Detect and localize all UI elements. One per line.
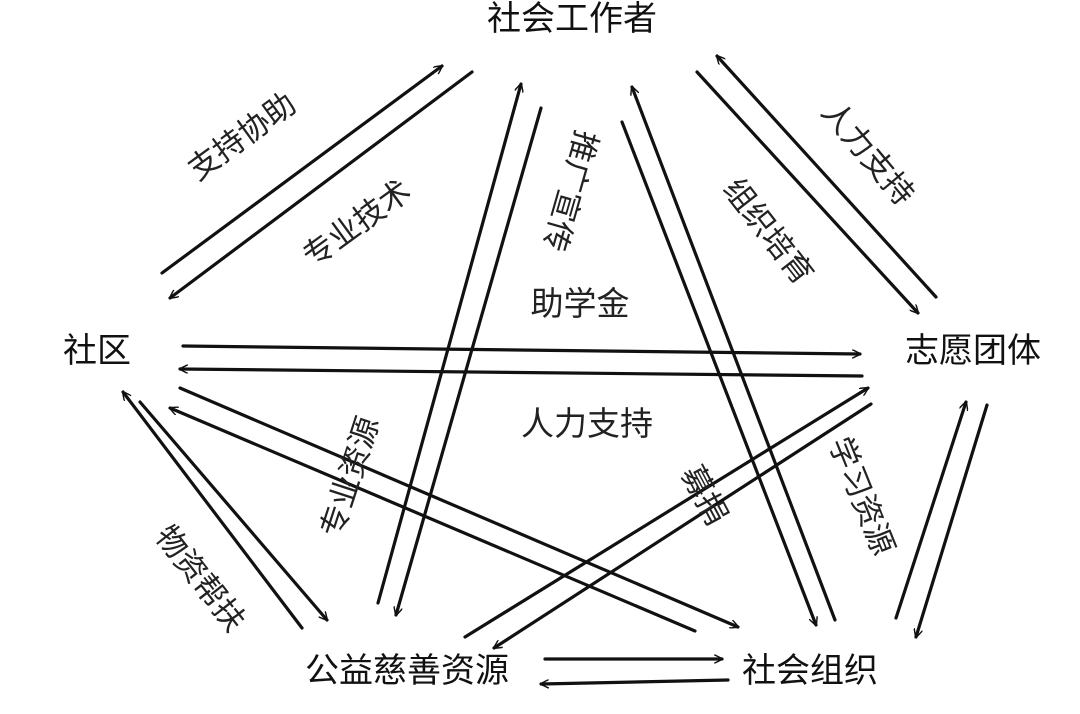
- edge-label-material-help: 物资帮扶: [148, 519, 253, 639]
- arrow-community-to-socialorg: [178, 386, 738, 627]
- edge-label-fundraising: 募捐: [673, 459, 734, 531]
- arrow-charity-to-volunteer: [463, 386, 868, 639]
- node-charity-resources: 公益慈善资源: [305, 651, 509, 691]
- arrow-socialworker-to-community: [170, 70, 474, 300]
- arrow-volunteer-to-community: [178, 369, 864, 378]
- arrow-socialorg-to-volunteer: [894, 402, 966, 620]
- node-social-worker: 社会工作者: [487, 0, 657, 39]
- node-community: 社区: [63, 331, 131, 371]
- node-social-organization: 社会组织: [742, 651, 878, 691]
- arrow-charity-to-community: [121, 392, 304, 630]
- edge-label-support-assist: 支持协助: [181, 86, 302, 188]
- arrow-volunteer-to-charity: [494, 402, 873, 650]
- arrow-socialorg-to-charity: [539, 678, 730, 684]
- arrow-socialworker-to-socialorg: [620, 120, 816, 625]
- arrow-community-to-volunteer: [181, 344, 862, 354]
- arrow-volunteer-to-socialorg: [916, 403, 989, 637]
- edge-label-professional-resources: 专业资源: [314, 412, 387, 541]
- arrow-socialorg-to-community: [170, 408, 697, 633]
- arrow-socialworker-to-volunteer: [695, 70, 918, 313]
- edge-label-promotion: 推广宣传: [535, 126, 604, 255]
- edge-label-learning-resources: 学习资源: [821, 432, 901, 560]
- node-volunteer-group: 志愿团体: [905, 331, 1041, 371]
- arrow-socialworker-to-charity: [396, 106, 543, 615]
- edge-label-manpower-support-center: 人力支持: [521, 404, 653, 443]
- arrow-community-to-socialworker: [160, 64, 442, 275]
- edge-label-manpower-support-top: 人力支持: [814, 95, 921, 213]
- arrow-community-to-charity: [138, 400, 327, 620]
- arrow-socialorg-to-socialworker: [632, 87, 837, 622]
- arrow-volunteer-to-socialworker: [717, 56, 938, 299]
- arrow-charity-to-socialworker: [376, 84, 521, 605]
- edge-label-scholarship: 助学金: [531, 284, 630, 323]
